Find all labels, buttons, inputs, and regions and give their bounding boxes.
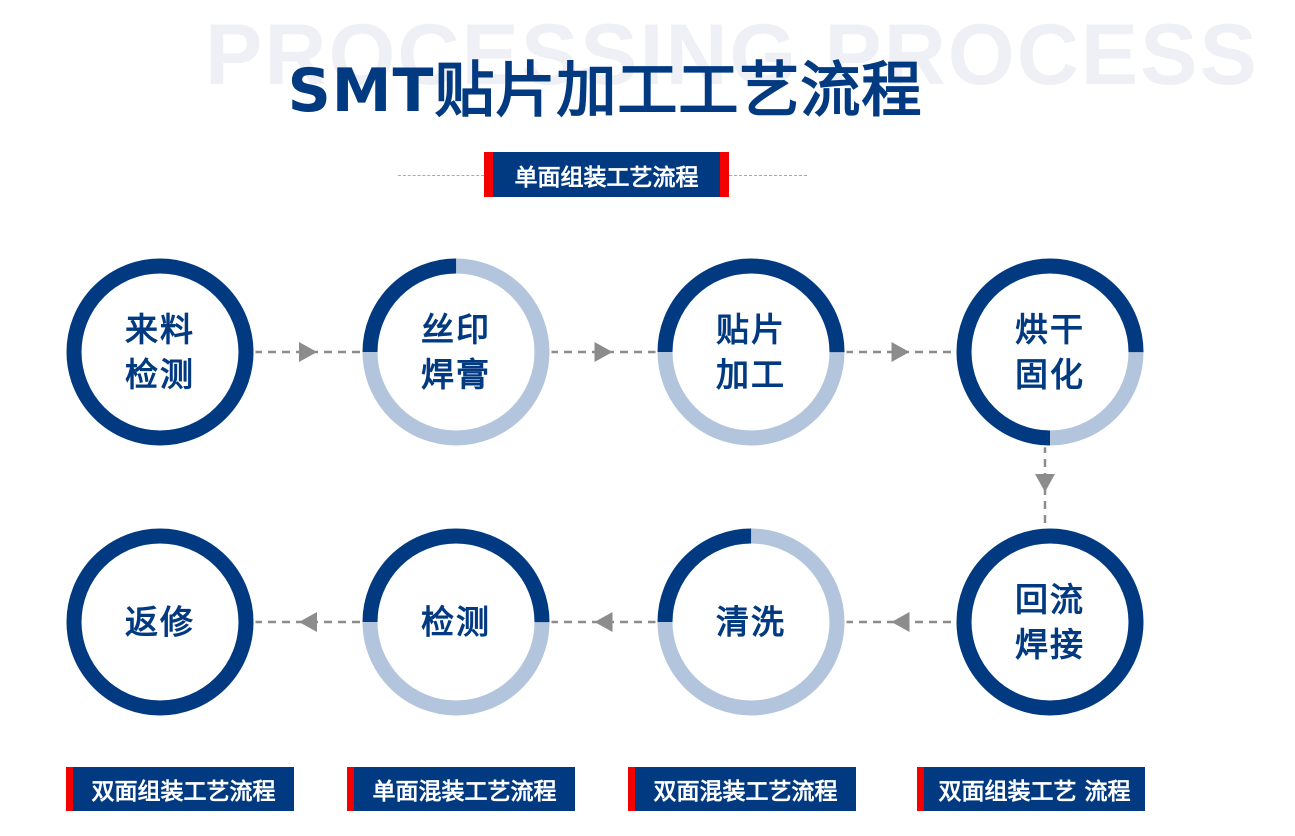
arrow-icon-5 — [891, 612, 910, 632]
step-text-line1: 清洗 — [716, 602, 786, 642]
progress-arc-4 — [956, 258, 1144, 446]
page-title: SMT贴片加工工艺流程 — [287, 56, 923, 126]
circle-bg-7 — [360, 526, 552, 718]
step-text-line2: 焊接 — [1015, 625, 1085, 664]
circle-bg-8 — [64, 526, 256, 718]
step-text-line1: 返修 — [125, 602, 195, 642]
step-label-3: 贴片加工 — [676, 307, 826, 397]
step-label-6: 清洗 — [676, 600, 826, 645]
progress-arc-7 — [362, 528, 550, 716]
watermark-text: PROCESSING PROCESS — [205, 7, 1259, 103]
step-text-line2: 焊膏 — [421, 355, 491, 394]
step-text-line1: 丝印 — [421, 310, 491, 349]
step-label-5: 回流焊接 — [975, 577, 1125, 667]
step-label-8: 返修 — [85, 600, 235, 645]
step-text-line1: 烘干 — [1015, 310, 1085, 349]
step-label-7: 检测 — [381, 600, 531, 645]
arrow-icon-4 — [1035, 474, 1055, 492]
progress-arc-6 — [657, 528, 845, 716]
progress-arc-8 — [66, 528, 254, 716]
link-single-sided-mixed[interactable]: 单面混装工艺流程 — [347, 767, 575, 811]
circle-bg-6 — [655, 526, 847, 718]
link-double-sided-assembly-2[interactable]: 双面组装工艺 流程 — [917, 767, 1145, 811]
step-text-line2: 加工 — [716, 355, 786, 394]
link-double-sided-mixed[interactable]: 双面混装工艺流程 — [628, 767, 856, 811]
arrow-icon-6 — [594, 612, 613, 632]
arrow-icon-7 — [299, 612, 317, 632]
step-label-4: 烘干固化 — [975, 307, 1125, 397]
step-text-line1: 来料 — [125, 310, 195, 349]
step-label-2: 丝印焊膏 — [381, 307, 531, 397]
divider-right — [729, 175, 807, 176]
subtitle-badge: 单面组装工艺流程 — [484, 152, 729, 197]
step-label-1: 来料检测 — [85, 307, 235, 397]
step-text-line2: 固化 — [1015, 355, 1085, 394]
progress-arc-1 — [66, 258, 254, 446]
circle-bg-3 — [655, 256, 847, 448]
step-text-line1: 贴片 — [716, 310, 786, 349]
link-double-sided-assembly[interactable]: 双面组装工艺流程 — [66, 767, 294, 811]
progress-arc-2 — [362, 258, 550, 446]
circle-bg-4 — [954, 256, 1146, 448]
circle-bg-5 — [954, 526, 1146, 718]
step-text-line1: 回流 — [1015, 580, 1085, 619]
arrow-icon-2 — [594, 342, 613, 362]
progress-arc-5 — [956, 528, 1144, 716]
circle-bg-2 — [360, 256, 552, 448]
arrow-icon-3 — [891, 342, 910, 362]
divider-left — [398, 175, 484, 176]
progress-arc-3 — [657, 258, 845, 446]
step-text-line2: 检测 — [125, 355, 195, 394]
arrow-icon-1 — [299, 342, 317, 362]
circle-bg-1 — [64, 256, 256, 448]
step-text-line1: 检测 — [421, 602, 491, 642]
